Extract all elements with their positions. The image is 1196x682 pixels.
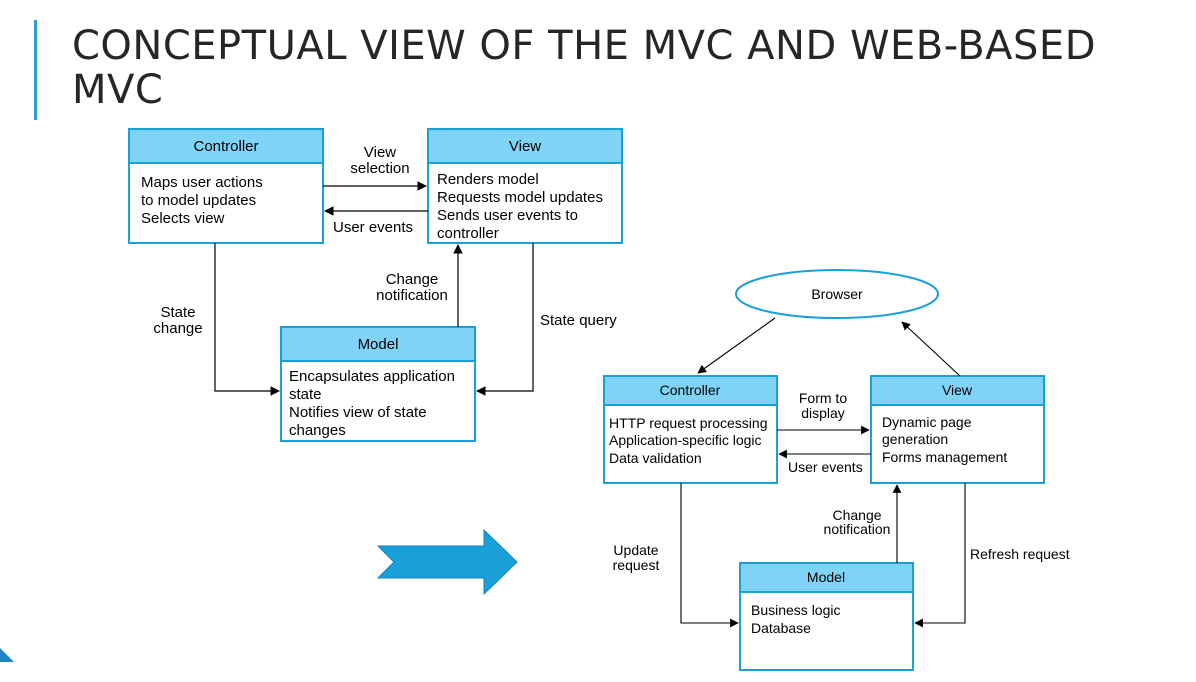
mvc-label-change-notification-2: notification — [376, 287, 448, 304]
mvc-model-box: Model Encapsulates application state Not… — [280, 326, 476, 442]
web-model-line-2: Database — [751, 620, 811, 636]
web-label-form-to-display-2: display — [801, 405, 845, 421]
web-model-title: Model — [807, 569, 845, 585]
mvc-label-user-events: User events — [333, 219, 413, 236]
mvc-controller-box: Controller Maps user actions to model up… — [128, 128, 324, 244]
mvc-controller-line-2: to model updates — [141, 192, 256, 209]
web-arrow-update-request — [680, 483, 739, 628]
web-controller-line-2: Application-specific logic — [609, 432, 762, 448]
web-browser-label: Browser — [811, 286, 863, 302]
mvc-view-line-1: Renders model — [437, 171, 539, 188]
mvc-view-line-3: Sends user events to — [437, 207, 578, 224]
slide-title-line-2: MVC — [72, 67, 164, 113]
web-view-line-3: Forms management — [882, 449, 1007, 465]
mvc-view-line-2: Requests model updates — [437, 189, 603, 206]
web-label-form-to-display-1: Form to — [799, 390, 847, 406]
mvc-view-title: View — [509, 138, 541, 155]
slide-title-line-1: CONCEPTUAL VIEW OF THE MVC AND WEB-BASED — [72, 23, 1097, 69]
mvc-view-line-4: controller — [437, 225, 499, 242]
mvc-label-change-notification-1: Change — [386, 271, 439, 288]
web-view-title: View — [942, 382, 973, 398]
transition-arrow-icon — [376, 528, 518, 596]
web-browser-node: Browser — [735, 269, 939, 319]
mvc-model-line-3: Notifies view of state — [289, 404, 427, 421]
mvc-label-state-change-2: change — [153, 320, 202, 337]
web-model-box: Model Business logic Database — [739, 562, 914, 671]
web-view-line-2: generation — [882, 431, 948, 447]
web-label-update-request-2: request — [613, 557, 660, 573]
mvc-model-line-4: changes — [289, 422, 346, 439]
web-controller-line-3: Data validation — [609, 450, 702, 466]
web-label-refresh-request: Refresh request — [970, 546, 1070, 562]
mvc-model-line-2: state — [289, 386, 322, 403]
web-arrow-view-to-browser — [901, 321, 961, 377]
web-controller-line-1: HTTP request processing — [609, 415, 767, 431]
web-label-change-notification-1: Change — [832, 507, 881, 523]
slide-title: CONCEPTUAL VIEW OF THE MVC AND WEB-BASED… — [72, 24, 1172, 112]
web-model-line-1: Business logic — [751, 602, 841, 618]
mvc-label-view-selection-2: selection — [350, 160, 409, 177]
mvc-label-state-change-1: State — [160, 304, 195, 321]
web-arrow-refresh-request — [914, 483, 966, 628]
mvc-controller-line-3: Selects view — [141, 210, 225, 227]
web-label-update-request-1: Update — [613, 542, 658, 558]
web-controller-title: Controller — [660, 382, 721, 398]
web-label-change-notification-2: notification — [824, 521, 891, 537]
mvc-view-box: View Renders model Requests model update… — [427, 128, 623, 244]
web-view-box: View Dynamic page generation Forms manag… — [870, 375, 1045, 484]
mvc-controller-title: Controller — [193, 138, 258, 155]
corner-decoration — [0, 648, 14, 662]
mvc-controller-line-1: Maps user actions — [141, 174, 263, 191]
mvc-arrow-state-change — [214, 243, 280, 396]
web-arrow-browser-to-controller — [697, 317, 776, 374]
mvc-label-view-selection-1: View — [364, 144, 396, 161]
mvc-model-line-1: Encapsulates application — [289, 368, 455, 385]
web-label-user-events: User events — [788, 459, 863, 475]
mvc-arrow-state-query — [476, 243, 534, 396]
mvc-model-title: Model — [358, 336, 399, 353]
web-view-line-1: Dynamic page — [882, 414, 972, 430]
mvc-label-state-query: State query — [540, 312, 617, 329]
title-accent-bar — [34, 20, 37, 120]
web-controller-box: Controller HTTP request processing Appli… — [603, 375, 778, 484]
